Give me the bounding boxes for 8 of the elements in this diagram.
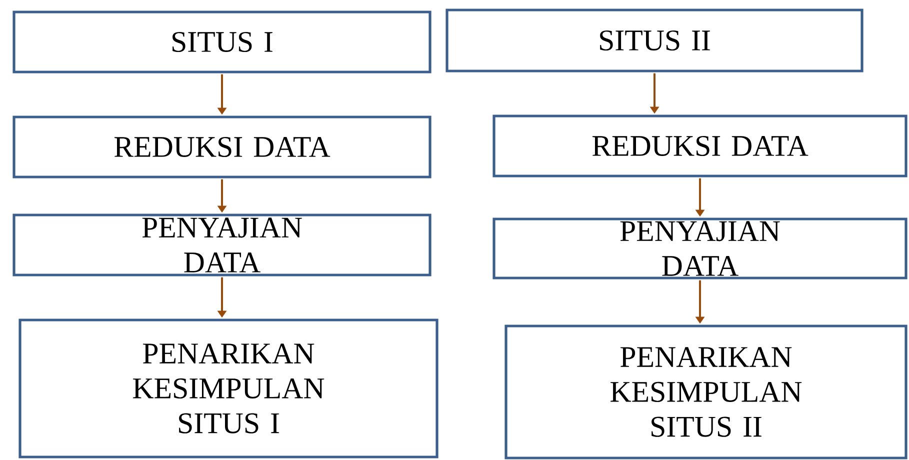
process-box: SITUS II (446, 8, 864, 72)
process-box: PENARIKAN KESIMPULAN SITUS II (504, 324, 908, 460)
process-box: REDUKSI DATA (492, 114, 908, 178)
process-box: REDUKSI DATA (12, 116, 432, 178)
process-box: PENYAJIAN DATA (492, 218, 908, 280)
process-box: SITUS I (12, 10, 432, 74)
process-box: PENARIKAN KESIMPULAN SITUS I (18, 318, 438, 458)
process-box: PENYAJIAN DATA (12, 214, 432, 276)
